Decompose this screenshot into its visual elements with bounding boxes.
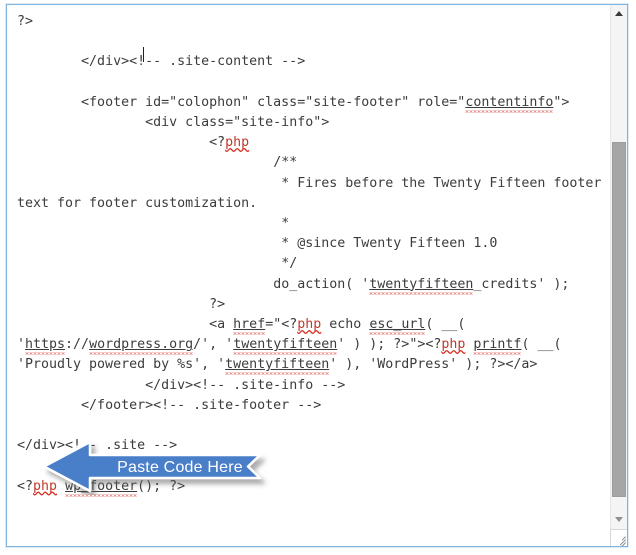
spellcheck-word: wordpress.org [89, 337, 194, 355]
code-line: * Fires before the Twenty Fifteen footer… [17, 175, 610, 211]
spellcheck-word: href [233, 317, 266, 335]
code-line: ?> [17, 14, 34, 29]
spellcheck-word: printf [473, 337, 522, 355]
code-line: </div><!-- .site-info --> [17, 377, 346, 393]
code-line: * @since Twenty Fifteen 1.0 [17, 236, 498, 252]
code-line: <div class="site-info"> [17, 115, 330, 131]
arrow-left-icon [44, 441, 262, 493]
code-line-blank [17, 537, 606, 546]
spellcheck-word: esc_url [369, 317, 426, 335]
resize-grip-icon[interactable] [610, 529, 627, 546]
paste-code-here-arrow: Paste Code Here [44, 441, 290, 495]
code-line-blank [17, 416, 606, 436]
text-cursor [143, 47, 144, 62]
scroll-thumb[interactable] [612, 142, 626, 497]
spellcheck-word: https [25, 337, 66, 355]
code-line: /** [17, 155, 298, 171]
code-line: * [17, 216, 290, 232]
spellcheck-word: php [441, 337, 466, 353]
spellcheck-word: php [297, 317, 322, 333]
spellcheck-word: twentyfifteen [225, 357, 330, 375]
code-line: </div><!-- .site-content --> [17, 54, 306, 70]
code-line-blank [17, 497, 606, 517]
spellcheck-word: twentyfifteen [233, 337, 338, 355]
code-line-blank [17, 517, 606, 537]
code-line: </footer><!-- .site-footer --> [17, 397, 322, 413]
vertical-scrollbar[interactable] [610, 5, 627, 546]
code-line: <a href="<?php echo esc_url( __( 'https:… [17, 315, 606, 376]
code-line: do_action( 'twentyfifteen_credits' ); [17, 275, 606, 295]
code-line: <?php [17, 135, 250, 151]
scroll-up-arrow-icon[interactable] [611, 5, 627, 22]
code-line: <footer id="colophon" class="site-footer… [17, 93, 606, 113]
spellcheck-word: contentinfo [465, 94, 554, 113]
spellcheck-word: php [33, 478, 58, 494]
triangle-down-icon [615, 517, 623, 522]
spellcheck-word: twentyfifteen [369, 276, 474, 295]
code-line: ?> [17, 296, 226, 312]
scroll-down-arrow-icon[interactable] [611, 511, 627, 528]
triangle-up-icon [615, 11, 623, 16]
code-line: </div><!-- .site --> [17, 438, 178, 454]
code-line: */ [17, 256, 298, 272]
code-line-blank [17, 32, 606, 52]
spellcheck-word: php [225, 135, 250, 151]
code-line-blank [17, 73, 606, 93]
